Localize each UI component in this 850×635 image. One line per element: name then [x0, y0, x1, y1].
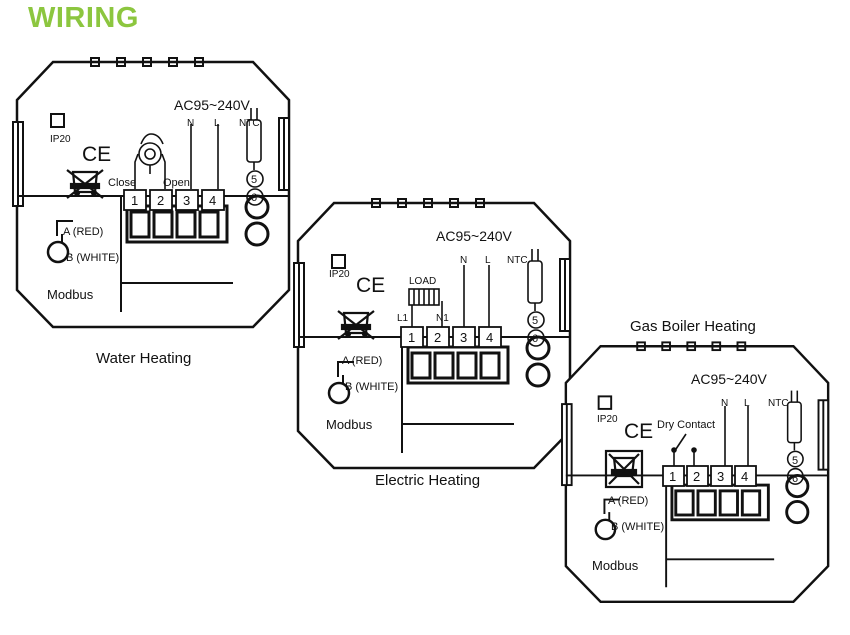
- l1-label: L1: [397, 313, 409, 324]
- dry-contact-label: Dry Contact: [657, 419, 715, 431]
- a-red-label: A (RED): [63, 226, 103, 238]
- l-label: L: [485, 255, 491, 266]
- a-red-label: A (RED): [608, 495, 648, 507]
- terminal-2: 2: [157, 193, 164, 208]
- page-title: WIRING: [28, 2, 139, 34]
- ntc-terminal-5: 5: [532, 315, 538, 327]
- l-label: L: [214, 118, 220, 129]
- load-icon: [408, 288, 440, 306]
- n-label: N: [187, 118, 194, 129]
- water-heating-unit: AC95~240V N L NTC IP20 CE Close Open 1 2…: [11, 56, 291, 329]
- gas-boiler-heating-unit: AC95~240V N L NTC IP20 CE Dry Contact 1 …: [560, 340, 830, 604]
- l-label: L: [744, 398, 750, 409]
- terminal-1: 1: [131, 193, 138, 208]
- voltage-label: AC95~240V: [436, 228, 513, 244]
- caption-electric-heating: Electric Heating: [375, 472, 481, 489]
- close-label: Close: [108, 177, 136, 189]
- ntc-label: NTC: [239, 118, 260, 129]
- load-label: LOAD: [409, 276, 436, 287]
- b-white-label: B (WHITE): [345, 381, 398, 393]
- weee-icon: [66, 169, 104, 199]
- ip-label: IP20: [329, 269, 350, 280]
- ce-mark: CE: [82, 143, 111, 166]
- ntc-terminal-5: 5: [792, 455, 798, 467]
- b-white-label: B (WHITE): [611, 521, 664, 533]
- terminal-2: 2: [693, 469, 700, 484]
- ip-label: IP20: [597, 414, 618, 425]
- terminal-3: 3: [460, 330, 467, 345]
- ntc-terminal-6: 6: [792, 473, 798, 485]
- ntc-terminal-5: 5: [251, 174, 257, 186]
- terminal-4: 4: [209, 193, 216, 208]
- ntc-terminal-6: 6: [251, 192, 257, 204]
- ip-label: IP20: [50, 134, 71, 145]
- terminal-1: 1: [408, 330, 415, 345]
- terminal-1: 1: [669, 469, 676, 484]
- ce-mark: CE: [356, 274, 385, 297]
- ce-mark: CE: [624, 420, 653, 443]
- weee-icon: [337, 310, 375, 340]
- n-label: N: [721, 398, 728, 409]
- ntc-label: NTC: [768, 398, 789, 409]
- modbus-label: Modbus: [47, 287, 94, 302]
- voltage-label: AC95~240V: [174, 97, 251, 113]
- modbus-label: Modbus: [326, 417, 373, 432]
- b-white-label: B (WHITE): [66, 252, 119, 264]
- terminal-2: 2: [434, 330, 441, 345]
- n-label: N: [460, 255, 467, 266]
- terminal-4: 4: [486, 330, 493, 345]
- terminal-4: 4: [741, 469, 748, 484]
- voltage-label: AC95~240V: [691, 371, 768, 387]
- n1-label: N1: [436, 313, 449, 324]
- caption-gas-boiler-heating: Gas Boiler Heating: [630, 318, 756, 335]
- terminal-3: 3: [183, 193, 190, 208]
- modbus-label: Modbus: [592, 558, 639, 573]
- ntc-terminal-6: 6: [532, 333, 538, 345]
- weee-icon: [604, 449, 644, 489]
- ntc-label: NTC: [507, 255, 528, 266]
- electric-heating-unit: AC95~240V N L NTC IP20 CE LOAD L1 N1 1 2…: [292, 197, 572, 470]
- caption-water-heating: Water Heating: [96, 350, 192, 367]
- a-red-label: A (RED): [342, 355, 382, 367]
- open-label: Open: [163, 177, 190, 189]
- terminal-3: 3: [717, 469, 724, 484]
